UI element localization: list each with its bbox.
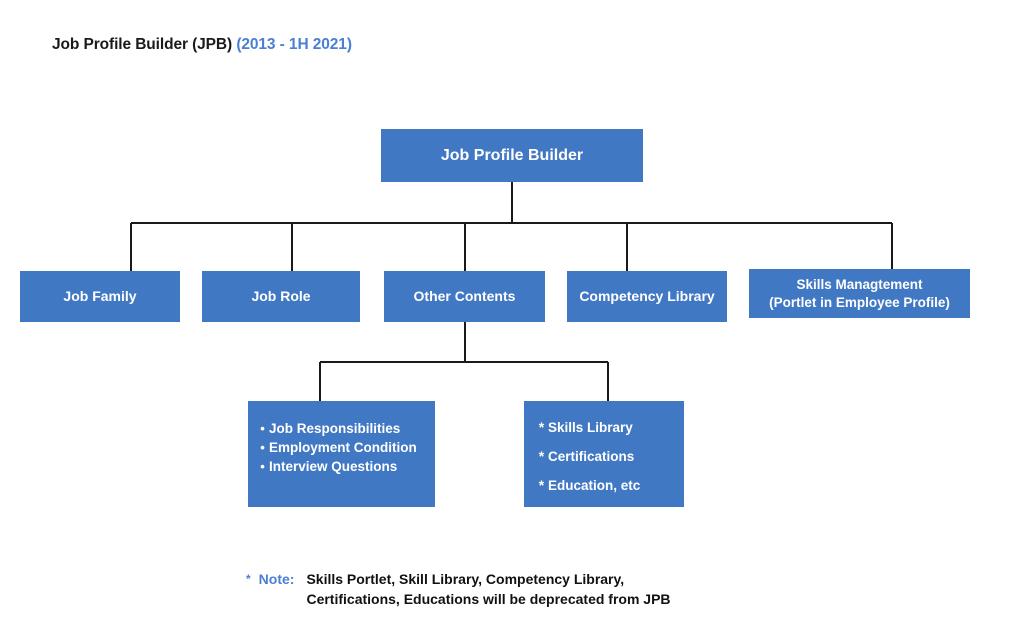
node-competency-library[interactable]: Competency Library [567,271,727,322]
bullet-icon: • [260,459,265,474]
bullet-icon: • [260,421,265,436]
list-item: * Certifications [535,442,640,471]
list-item-label: Interview Questions [269,459,398,474]
list-item-label: Education, etc [548,478,641,493]
page-title-main: Job Profile Builder (JPB) [52,36,233,53]
node-label-line2: (Portlet in Employee Profile) [769,294,950,310]
list-item-label: Certifications [548,449,635,464]
list-item-label: Skills Library [548,420,633,435]
list-item: • Job Responsibilities [256,419,417,438]
asterisk-icon: * [246,572,251,586]
list-item: * Skills Library [535,413,640,442]
node-label: Competency Library [579,287,715,304]
list: * Skills Library * Certifications * Educ… [535,413,641,500]
node-other-contents-items[interactable]: • Job Responsibilities • Employment Cond… [248,401,435,507]
node-deprecated-items[interactable]: * Skills Library * Certifications * Educ… [524,401,684,507]
note: * Note: Skills Portlet, Skill Library, C… [246,569,671,609]
page-title-period: (2013 - 1H 2021) [236,36,352,53]
node-label: Other Contents [413,287,516,304]
asterisk-icon: * [538,448,545,464]
list-item: * Education, etc [535,471,641,500]
list-item: • Interview Questions [256,457,417,476]
node-label: Job Profile Builder [440,146,584,164]
note-body: Skills Portlet, Skill Library, Competenc… [306,569,670,609]
node-label-line1: Skills Managtement [796,276,923,292]
list-item-label: Employment Condition [269,440,417,455]
node-job-role[interactable]: Job Role [202,271,360,322]
node-other-contents[interactable]: Other Contents [384,271,545,322]
node-skills-management[interactable]: Skills Managtement (Portlet in Employee … [749,269,970,318]
node-job-family[interactable]: Job Family [20,271,180,322]
list-item-label: Job Responsibilities [269,421,401,436]
note-line-2: Certifications, Educations will be depre… [306,591,671,607]
asterisk-icon: * [538,477,545,493]
note-label: Note: [258,571,295,587]
node-label: Job Family [63,287,137,304]
asterisk-icon: * [538,419,545,435]
list: • Job Responsibilities • Employment Cond… [256,419,417,476]
list-item: • Employment Condition [256,438,417,457]
bullet-icon: • [260,440,265,455]
node-job-profile-builder[interactable]: Job Profile Builder [381,129,643,182]
page-title: Job Profile Builder (JPB) (2013 - 1H 202… [52,36,352,54]
node-label: Job Role [251,287,311,304]
note-line-1: Skills Portlet, Skill Library, Competenc… [306,571,625,587]
